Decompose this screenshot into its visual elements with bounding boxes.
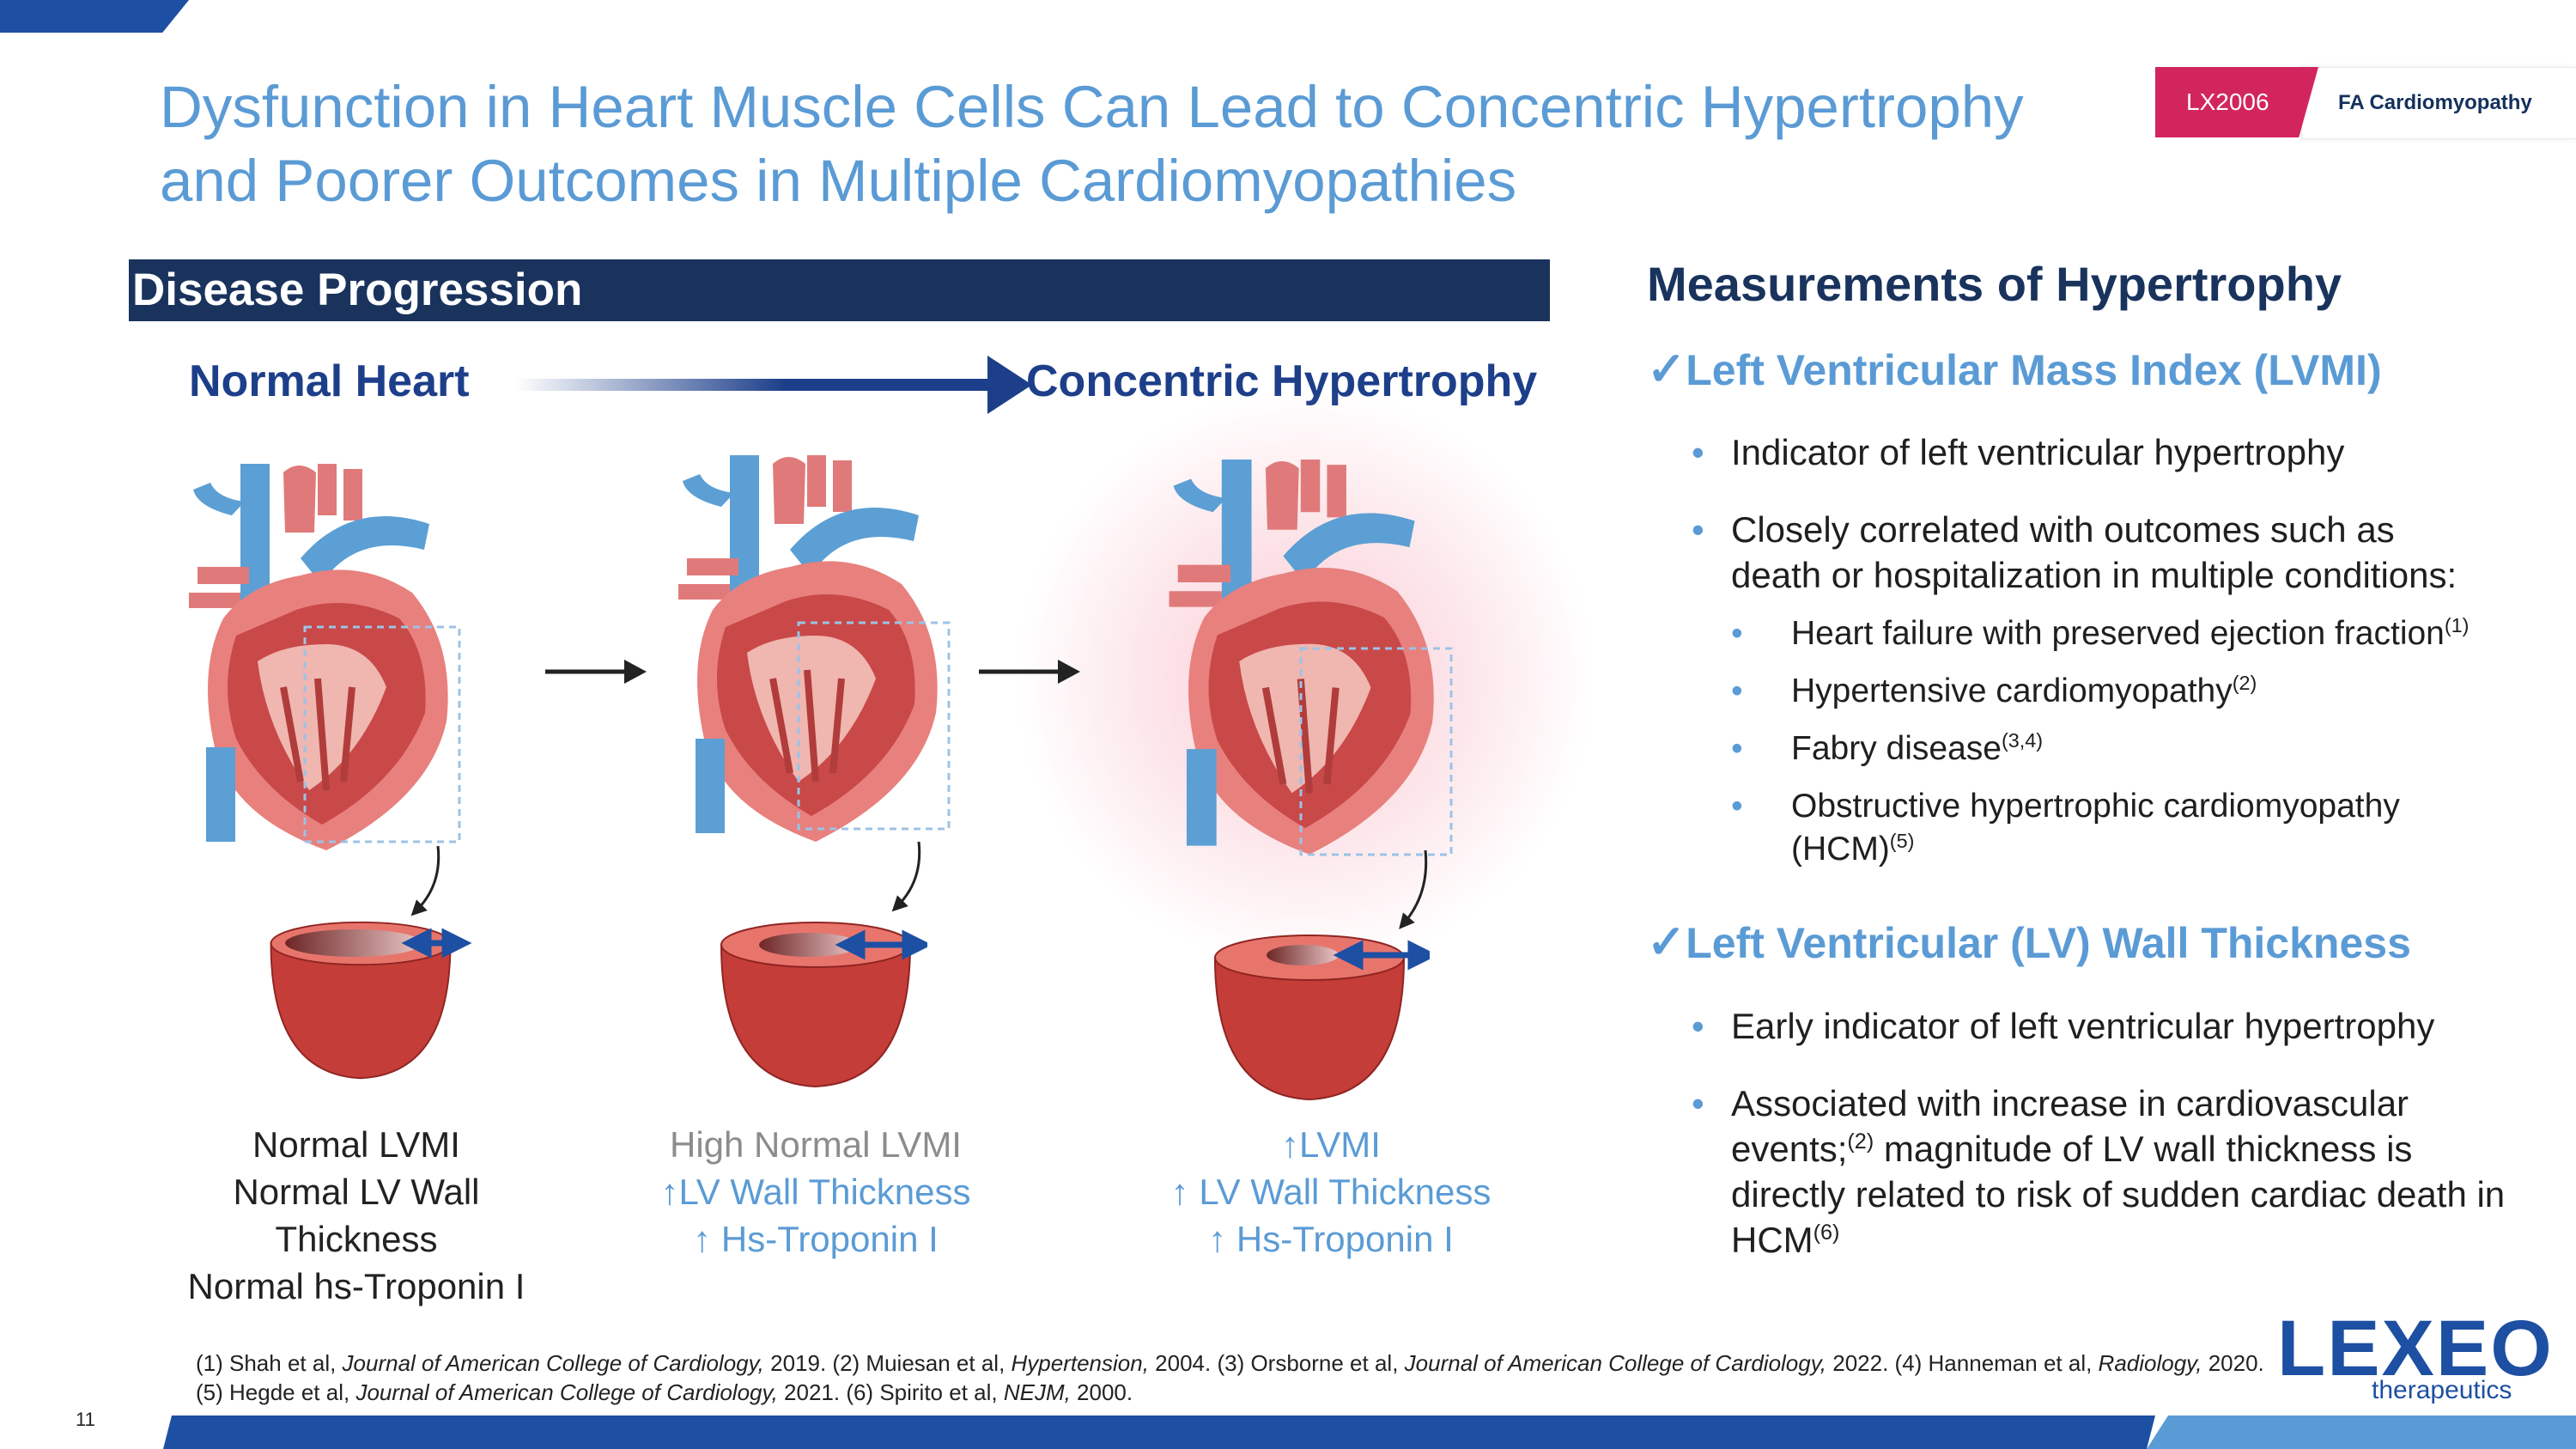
lvmi-sub-bullet-3: • Fabry disease(3,4): [1731, 728, 2555, 770]
logo-wordmark: LEXEO: [2277, 1305, 2554, 1392]
wall-bullet-1-text: Early indicator of left ventricular hype…: [1731, 1006, 2435, 1046]
caption-hypertrophy: ↑LVMI ↑ LV Wall Thickness ↑ Hs-Troponin …: [1133, 1121, 1528, 1263]
stage-label-normal: Normal Heart: [189, 356, 470, 406]
lv-cross-section-hypertrophy: [1213, 934, 1430, 1101]
sub-bullet-text: Heart failure with preserved ejection fr…: [1791, 615, 2445, 652]
caption-hypertrophy-line-2: ↑ LV Wall Thickness: [1170, 1172, 1492, 1212]
program-badge: FA Cardiomyopathy LX2006: [2155, 67, 2576, 139]
check-icon: ✓: [1647, 344, 1686, 395]
section-header-bar: Disease Progression: [129, 259, 1550, 321]
wall-bullet-2: • Associated with increase in cardiovasc…: [1692, 1081, 2550, 1263]
ref-6: (6) Spirito et al, NEJM, 2000.: [846, 1379, 1133, 1405]
lvmi-bullet-2-line-1: Closely correlated with outcomes such as: [1731, 509, 2395, 550]
caption-intermediate-line-1: High Normal LVMI: [670, 1124, 962, 1165]
section-header-label: Disease Progression: [132, 265, 583, 315]
zoom-arrow-2: [891, 841, 921, 912]
lvmi-bullet-1-text: Indicator of left ventricular hypertroph…: [1731, 432, 2345, 472]
caption-intermediate-line-3: ↑ Hs-Troponin I: [693, 1219, 939, 1259]
reference-marker: (1): [2444, 614, 2470, 636]
page-number: 11: [76, 1409, 95, 1430]
wall-bullet-2-line-1: Associated with increase in cardiovascul…: [1731, 1083, 2409, 1123]
bullet-icon: •: [1731, 615, 1743, 652]
references-footnote: (1) Shah et al, Journal of American Coll…: [196, 1349, 2274, 1407]
normal-heart-illustration: [189, 464, 461, 868]
check-icon: ✓: [1647, 916, 1686, 968]
lv-cross-section-normal: [270, 921, 472, 1080]
sub-bullet-text: Hypertensive cardiomyopathy: [1791, 673, 2233, 709]
caption-normal: Normal LVMI Normal LV Wall Thickness Nor…: [155, 1121, 558, 1310]
lvmi-bullet-2-line-2: death or hospitalization in multiple con…: [1731, 555, 2458, 595]
sub-bullet-text-2: (HCM): [1791, 831, 1890, 868]
reference-marker: (5): [1889, 830, 1915, 852]
indication-tag: FA Cardiomyopathy: [2301, 67, 2576, 139]
zoom-arrow-1: [410, 845, 440, 916]
program-tag: LX2006: [2155, 67, 2318, 137]
reference-marker: (2): [1847, 1129, 1874, 1154]
lvmi-bullet-1: • Indicator of left ventricular hypertro…: [1692, 429, 2550, 475]
wall-bullet-2-line-4: HCM: [1731, 1220, 1814, 1260]
reference-marker: (2): [2232, 672, 2257, 694]
wall-thickness-heading: ✓Left Ventricular (LV) Wall Thickness: [1647, 915, 2411, 969]
reference-marker: (6): [1813, 1221, 1840, 1245]
caption-normal-line-3: Thickness: [275, 1219, 438, 1259]
measurements-title: Measurements of Hypertrophy: [1647, 257, 2342, 311]
bullet-icon: •: [1692, 1083, 1704, 1123]
bullet-icon: •: [1692, 432, 1704, 472]
reference-marker: (3,4): [2001, 729, 2044, 752]
wall-bullet-2-line-3: directly related to risk of sudden cardi…: [1731, 1174, 2506, 1215]
lexeo-logo: LEXEO therapeutics: [2277, 1304, 2554, 1404]
hypertrophic-heart-illustration: [1168, 460, 1453, 872]
sub-bullet-text: Obstructive hypertrophic cardiomyopathy: [1791, 788, 2400, 825]
bottom-accent-band: [163, 1416, 2576, 1449]
lvmi-heading-text: Left Ventricular Mass Index (LVMI): [1686, 346, 2382, 394]
caption-normal-line-4: Normal hs-Troponin I: [187, 1266, 526, 1306]
lvmi-sub-bullet-1: • Heart failure with preserved ejection …: [1731, 612, 2555, 655]
slide-title-line-1: Dysfunction in Heart Muscle Cells Can Le…: [160, 74, 2024, 140]
slide-title-line-2: and Poorer Outcomes in Multiple Cardiomy…: [160, 148, 1517, 214]
slide-title: Dysfunction in Heart Muscle Cells Can Le…: [160, 70, 2135, 218]
progression-arrow-1: [545, 660, 647, 684]
zoom-arrow-3: [1399, 849, 1428, 929]
caption-hypertrophy-line-1: ↑LVMI: [1281, 1124, 1381, 1165]
ref-4: (4) Hanneman et al, Radiology, 2020.: [1894, 1350, 2264, 1376]
lvmi-bullet-2: • Closely correlated with outcomes such …: [1692, 507, 2550, 598]
wall-bullet-2-line-2b: magnitude of LV wall thickness is: [1874, 1129, 2413, 1169]
bullet-icon: •: [1731, 673, 1743, 709]
wall-bullet-2-line-2a: events;: [1731, 1129, 1848, 1169]
caption-intermediate: High Normal LVMI ↑LV Wall Thickness ↑ Hs…: [618, 1121, 1013, 1263]
wall-thickness-heading-text: Left Ventricular (LV) Wall Thickness: [1686, 919, 2411, 967]
progression-arrow-2: [979, 660, 1080, 684]
bullet-icon: •: [1731, 730, 1743, 767]
intermediate-heart-illustration: [678, 455, 951, 859]
sub-bullet-text: Fabry disease: [1791, 730, 2002, 767]
caption-hypertrophy-line-3: ↑ Hs-Troponin I: [1208, 1219, 1454, 1259]
ref-1: (1) Shah et al, Journal of American Coll…: [196, 1350, 833, 1376]
ref-2: (2) Muiesan et al, Hypertension, 2004.: [832, 1350, 1218, 1376]
lv-cross-section-intermediate: [720, 922, 927, 1087]
lvmi-sub-bullet-2: • Hypertensive cardiomyopathy(2): [1731, 670, 2555, 713]
ref-5: (5) Hegde et al, Journal of American Col…: [196, 1379, 847, 1405]
wall-bullet-1: • Early indicator of left ventricular hy…: [1692, 1003, 2550, 1049]
lvmi-heading: ✓Left Ventricular Mass Index (LVMI): [1647, 342, 2382, 396]
top-accent-shape: [0, 0, 189, 33]
lvmi-sub-bullet-4: • Obstructive hypertrophic cardiomyopath…: [1731, 785, 2555, 871]
bullet-icon: •: [1692, 509, 1704, 550]
bullet-icon: •: [1731, 788, 1743, 825]
logo-tagline: therapeutics: [2372, 1376, 2512, 1404]
caption-normal-line-1: Normal LVMI: [252, 1124, 460, 1165]
caption-normal-line-2: Normal LV Wall: [233, 1172, 480, 1212]
ref-3: (3) Orsborne et al, Journal of American …: [1217, 1350, 1895, 1376]
progression-arrow-shaft: [515, 379, 1005, 391]
caption-intermediate-line-2: ↑LV Wall Thickness: [660, 1172, 971, 1212]
bullet-icon: •: [1692, 1006, 1704, 1046]
